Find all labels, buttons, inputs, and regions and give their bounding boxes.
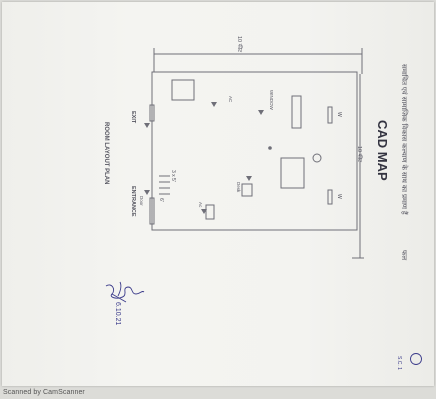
plan-title: ROOM LAYOUT PLAN: [103, 122, 109, 184]
window-bottom-right: [327, 189, 333, 205]
arrow-down-icon: [258, 110, 264, 115]
signature-date: 6.10.21: [114, 302, 121, 325]
cabinet-box: [171, 79, 195, 101]
arrow-down-icon: [201, 209, 207, 214]
scanned-paper: समाचित एवं सामाजिक विकास कल्याण के साथ क…: [2, 2, 434, 386]
entrance-label: ENTRANCE: [130, 186, 136, 217]
scanner-footer: Scanned by CamScanner: [3, 389, 85, 396]
ac-label: AC: [228, 96, 233, 103]
arrow-down-icon: [246, 176, 252, 181]
desk-box: [280, 157, 305, 189]
small-table-box: [241, 183, 253, 197]
wardrobe-label: WINDOW: [269, 90, 274, 110]
corner-note: S.C. 1: [396, 353, 422, 370]
door-note-label: 6': [158, 198, 164, 202]
window-left: [149, 104, 155, 122]
exit-label: EXIT: [130, 111, 136, 124]
arrow-down-icon: [144, 123, 150, 128]
shelf-label: Ac: [198, 202, 203, 208]
hindi-header-line-1: समाचित एवं सामाजिक विकास कल्याण के साथ क…: [400, 64, 409, 215]
wardrobe-box: [291, 95, 302, 129]
top-dimension-label: 10 फीट: [236, 36, 243, 52]
arrow-down-icon: [144, 190, 150, 195]
circle-marker-icon: [312, 153, 322, 163]
page-title: CAD MAP: [375, 120, 390, 181]
signature-mark: [105, 281, 145, 303]
hindi-header-line-2: फल: [400, 250, 407, 260]
stair-marks-label: 3 x 5': [170, 170, 176, 182]
room-outline: [151, 71, 358, 231]
right-dimension-label: 10 फीट: [356, 146, 363, 162]
shelf-box: [205, 204, 215, 220]
arrow-down-icon: [211, 102, 217, 107]
door-label: Door: [139, 196, 144, 206]
desk-label: Desk: [236, 182, 241, 193]
window-top-right: [327, 106, 333, 124]
door-left: [149, 197, 155, 225]
svg-text:S.C. 1: S.C. 1: [396, 356, 402, 370]
window-label-w-top: W: [336, 112, 342, 117]
window-label-w-bottom: W: [336, 194, 342, 199]
room-layout-drawing: समाचित एवं सामाजिक विकास कल्याण के साथ क…: [103, 36, 422, 370]
